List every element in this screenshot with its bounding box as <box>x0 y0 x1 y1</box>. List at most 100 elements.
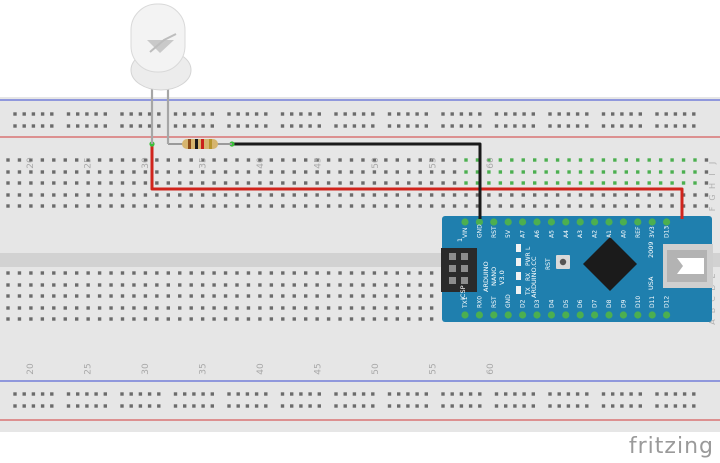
terminal-hole <box>40 294 45 298</box>
terminal-hole <box>395 283 399 287</box>
rail-hole <box>264 112 268 116</box>
rail-hole <box>157 112 161 116</box>
terminal-hole <box>601 193 606 197</box>
terminal-hole <box>143 158 148 162</box>
rail-hole <box>601 404 606 408</box>
terminal-hole <box>200 306 205 310</box>
terminal-hole <box>166 317 170 321</box>
nano-top-pin-label: A4 <box>563 230 570 238</box>
rail-hole <box>664 404 668 408</box>
terminal-hole <box>292 170 296 174</box>
terminal-hole <box>475 193 480 197</box>
resistor-band <box>201 139 204 149</box>
terminal-hole <box>613 181 617 185</box>
terminal-hole <box>223 204 228 208</box>
rail-hole <box>406 112 410 116</box>
terminal-hole <box>52 283 56 287</box>
column-number: 20 <box>26 363 36 375</box>
terminal-hole <box>17 294 22 298</box>
rail-hole <box>585 404 589 408</box>
terminal-hole <box>315 204 319 208</box>
terminal-hole <box>40 158 45 162</box>
rail-hole <box>280 404 285 408</box>
terminal-hole <box>281 283 285 287</box>
rail-hole <box>478 392 482 396</box>
rail-hole <box>138 404 143 408</box>
terminal-hole <box>521 170 525 174</box>
terminal-hole <box>521 193 525 197</box>
terminal-hole <box>670 181 674 185</box>
rail-hole <box>441 124 445 128</box>
terminal-hole <box>407 271 411 275</box>
nano-bottom-pin <box>562 311 570 319</box>
nano-bottom-pin-label: D8 <box>606 299 613 308</box>
rail-hole <box>424 112 428 116</box>
terminal-hole <box>75 294 79 298</box>
terminal-hole <box>132 193 136 197</box>
resistor-body <box>182 139 218 149</box>
header-pin-label: 1 <box>456 238 464 242</box>
rail-hole <box>120 392 124 396</box>
terminal-hole <box>395 306 399 310</box>
terminal-hole <box>315 193 319 197</box>
terminal-hole <box>52 193 56 197</box>
rail-hole <box>129 404 133 408</box>
terminal-hole <box>86 204 90 208</box>
rail-hole <box>406 392 410 396</box>
rail-hole <box>629 404 633 408</box>
wire-red <box>150 144 684 219</box>
resistor <box>168 139 232 149</box>
nano-top-pin-label: A6 <box>534 230 541 238</box>
column-number: 30 <box>141 363 151 375</box>
terminal-hole <box>223 317 228 321</box>
terminal-hole <box>441 170 445 174</box>
led-l <box>516 244 521 252</box>
arduino-model: NANO <box>490 267 498 286</box>
nano-bottom-pin <box>547 311 556 319</box>
rail-hole <box>13 112 17 116</box>
terminal-hole <box>510 181 514 185</box>
arduino-board <box>442 216 712 322</box>
terminal-hole <box>63 271 67 275</box>
rail-hole <box>566 392 571 396</box>
terminal-hole <box>17 283 22 287</box>
terminal-hole <box>75 306 79 310</box>
terminal-hole <box>143 170 148 174</box>
usb-port-icon <box>677 258 704 274</box>
rail-hole <box>236 124 240 128</box>
rail-hole <box>692 392 696 396</box>
column-number: 45 <box>314 363 324 374</box>
rail-hole <box>611 124 615 128</box>
rail-hole <box>352 112 357 116</box>
terminal-hole <box>338 283 342 287</box>
rail-hole <box>450 112 454 116</box>
terminal-hole <box>487 181 491 185</box>
rail-hole <box>13 124 17 128</box>
rail-hole <box>236 112 240 116</box>
terminal-hole <box>338 158 342 162</box>
rail-hole <box>334 392 338 396</box>
nano-top-pin-label: A0 <box>620 230 627 238</box>
terminal-hole <box>189 193 193 197</box>
row-letter: J <box>708 162 717 165</box>
terminal-hole <box>281 306 285 310</box>
rail-hole <box>566 124 571 128</box>
led-die-wire <box>149 33 177 53</box>
terminal-hole <box>670 193 674 197</box>
terminal-hole <box>315 271 319 275</box>
terminal-hole <box>97 170 102 174</box>
led-label-rx: RX <box>525 273 532 281</box>
terminal-hole <box>590 158 594 162</box>
terminal-hole <box>132 204 136 208</box>
rail-hole <box>50 404 54 408</box>
terminal-hole <box>464 204 468 208</box>
terminal-hole <box>315 170 319 174</box>
terminal-hole <box>521 158 525 162</box>
terminal-hole <box>555 170 560 174</box>
terminal-hole <box>395 317 399 321</box>
arduino-name: ARDUINO <box>482 261 490 292</box>
rail-hole <box>548 112 552 116</box>
rail-hole <box>173 124 178 128</box>
rail-hole <box>638 124 642 128</box>
